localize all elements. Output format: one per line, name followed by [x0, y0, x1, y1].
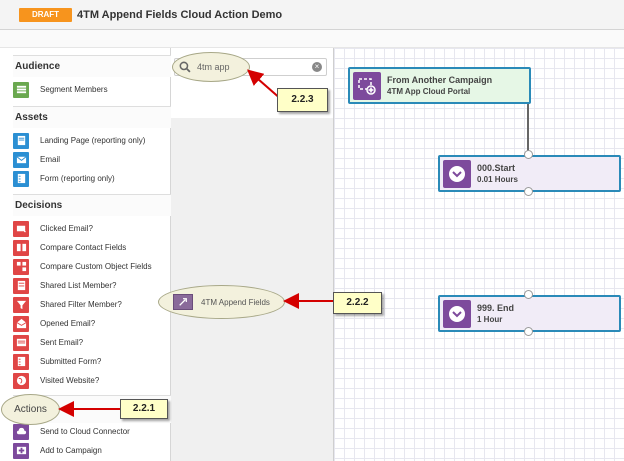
- palette-item-email[interactable]: Email: [13, 150, 171, 169]
- palette-item-segment-members[interactable]: Segment Members: [13, 80, 171, 99]
- clicked-email-icon: [13, 220, 29, 237]
- palette-item-landing-page[interactable]: Landing Page (reporting only): [13, 131, 171, 150]
- palette-item-compare-custom-object[interactable]: Compare Custom Object Fields: [13, 257, 171, 276]
- sent-email-icon: [13, 334, 29, 351]
- search-icon: [179, 61, 191, 73]
- section-assets: Assets: [13, 106, 171, 128]
- palette-item-opened-email[interactable]: Opened Email?: [13, 314, 171, 333]
- section-decisions: Decisions: [13, 194, 171, 216]
- palette-item-add-to-campaign[interactable]: Add to Campaign: [13, 441, 171, 460]
- add-campaign-icon: [13, 442, 29, 459]
- section-audience: Audience: [13, 55, 171, 77]
- palette-item-sent-email[interactable]: Sent Email?: [13, 333, 171, 352]
- clock-icon: [443, 299, 471, 328]
- connector-line: [527, 104, 529, 155]
- email-icon: [13, 151, 29, 168]
- campaign-title: 4TM Append Fields Cloud Action Demo: [77, 9, 283, 21]
- opened-email-icon: [13, 315, 29, 332]
- palette-item-label: Form (reporting only): [40, 174, 115, 183]
- node-title: From Another Campaign: [387, 74, 493, 85]
- palette-item-label: Send to Cloud Connector: [40, 427, 130, 436]
- palette-item-label: Sent Email?: [40, 338, 84, 347]
- callout-2-2-3: 2.2.3: [277, 88, 328, 112]
- palette-item-label: Visited Website?: [40, 376, 100, 385]
- campaign-entry-icon: [353, 71, 381, 100]
- palette-item-label: Shared Filter Member?: [40, 300, 122, 309]
- palette-item-label: Opened Email?: [40, 319, 96, 328]
- palette-item-visited-website[interactable]: Visited Website?: [13, 371, 171, 390]
- submitted-form-icon: [13, 353, 29, 370]
- node-title: 000.Start: [477, 162, 516, 173]
- palette-item-shared-list[interactable]: Shared List Member?: [13, 276, 171, 295]
- canvas-node-entry[interactable]: From Another Campaign 4TM App Cloud Port…: [348, 67, 531, 104]
- palette-item-label: Submitted Form?: [40, 357, 102, 366]
- node-title: 999. End: [477, 302, 515, 313]
- search-highlight: 4tm app: [172, 52, 250, 82]
- clock-icon: [443, 159, 471, 188]
- campaign-header: DRAFT 4TM Append Fields Cloud Action Dem…: [0, 0, 624, 30]
- palette-item-label: Clicked Email?: [40, 224, 93, 233]
- node-subtitle: 4TM App Cloud Portal: [387, 86, 471, 96]
- search-value: 4tm app: [197, 62, 230, 72]
- callout-2-2-2: 2.2.2: [333, 292, 382, 314]
- palette-item-label: Compare Contact Fields: [40, 243, 127, 252]
- canvas-node-end[interactable]: 999. End 1 Hour: [438, 295, 621, 332]
- globe-icon: [13, 372, 29, 389]
- element-palette: Audience Segment Members Assets Landing …: [13, 48, 171, 461]
- palette-item-shared-filter[interactable]: Shared Filter Member?: [13, 295, 171, 314]
- toolbar-strip: [0, 30, 624, 48]
- filter-icon: [13, 296, 29, 313]
- segment-icon: [13, 81, 29, 98]
- form-icon: [13, 170, 29, 187]
- landing-page-icon: [13, 132, 29, 149]
- compare-object-icon: [13, 258, 29, 275]
- actions-section-highlight: Actions: [1, 394, 60, 425]
- palette-item-send-to-cloud-connector[interactable]: Send to Cloud Connector: [13, 422, 171, 441]
- palette-item-label: Email: [40, 155, 61, 164]
- list-icon: [13, 277, 29, 294]
- section-actions-title: Actions: [14, 404, 47, 415]
- clear-search-icon[interactable]: ×: [312, 62, 322, 72]
- palette-item-clicked-email[interactable]: Clicked Email?: [13, 219, 171, 238]
- cloud-icon: [13, 423, 29, 440]
- compare-fields-icon: [13, 239, 29, 256]
- connection-handle[interactable]: [524, 187, 533, 196]
- palette-item-form[interactable]: Form (reporting only): [13, 169, 171, 188]
- connection-handle[interactable]: [524, 327, 533, 336]
- connection-handle[interactable]: [524, 290, 533, 299]
- palette-item-compare-contact-fields[interactable]: Compare Contact Fields: [13, 238, 171, 257]
- palette-item-label: Landing Page (reporting only): [40, 136, 146, 145]
- campaign-canvas[interactable]: [333, 48, 624, 461]
- palette-item-label: Compare Custom Object Fields: [40, 262, 152, 271]
- draft-badge: DRAFT: [19, 8, 72, 22]
- node-subtitle: 1 Hour: [477, 314, 503, 324]
- search-result-label: 4TM Append Fields: [201, 297, 270, 307]
- palette-item-submitted-form[interactable]: Submitted Form?: [13, 352, 171, 371]
- node-subtitle: 0.01 Hours: [477, 174, 518, 184]
- palette-item-label: Shared List Member?: [40, 281, 117, 290]
- palette-item-label: Segment Members: [40, 85, 108, 94]
- palette-item-label: Add to Campaign: [40, 446, 102, 455]
- search-result-item[interactable]: 4TM Append Fields: [158, 285, 285, 319]
- connection-handle[interactable]: [524, 150, 533, 159]
- append-fields-icon: [173, 294, 193, 310]
- callout-2-2-1: 2.2.1: [120, 399, 168, 419]
